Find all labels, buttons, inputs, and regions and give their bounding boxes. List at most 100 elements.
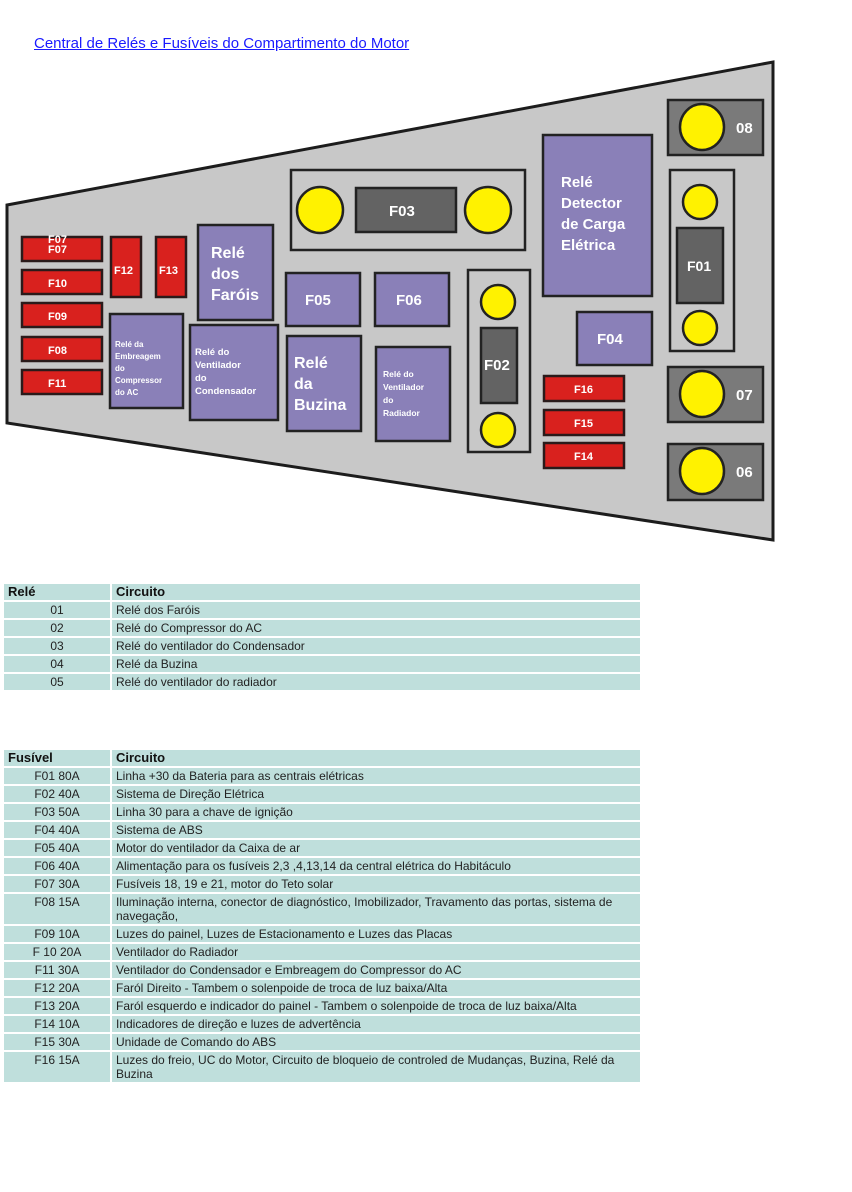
rele-circuit-cell: Relé do ventilador do radiador [111, 673, 640, 692]
fusivel-id-cell: F02 40A [4, 785, 112, 804]
fuse-F04[interactable]: F04 [575, 310, 654, 367]
fuse-F01-holder[interactable]: F01 [668, 168, 736, 353]
terminal-06-label: 06 [736, 464, 753, 481]
fuse-F07[interactable]: F07 F07 [20, 234, 104, 263]
fusivel-id-cell: F05 40A [4, 839, 112, 858]
fuse-F03-holder[interactable]: F03 [289, 168, 527, 252]
fusivel-circuit-cell: Ventilador do Radiador [111, 943, 640, 962]
relay-detector-line4: Elétrica [561, 237, 616, 254]
fuse-F02-holder[interactable]: F02 [466, 268, 532, 454]
fusivel-circuit-cell: Motor do ventilador da Caixa de ar [111, 839, 640, 858]
fusivel-circuit-cell: Luzes do freio, UC do Motor, Circuito de… [111, 1051, 640, 1084]
fuse-F11[interactable]: F11 [20, 368, 104, 396]
relay-embreagem-compressor[interactable]: Relé da Embreagem do Compressor do AC [108, 312, 185, 410]
fuse-F12[interactable]: F12 [109, 235, 143, 299]
terminal-circle [463, 185, 513, 235]
fuse-F13-label: F13 [159, 265, 178, 277]
fusivel-circuit-cell: Faról esquerdo e indicador do painel - T… [111, 997, 640, 1016]
fuse-F14[interactable]: F14 [542, 441, 626, 470]
terminal-08-label: 08 [736, 120, 753, 137]
relay-ventilador-radiador[interactable]: Relé do Ventilador do Radiador [374, 345, 452, 443]
relay-embreagem-line1: Relé da [115, 340, 144, 349]
fusivel-circuit-cell: Linha 30 para a chave de ignição [111, 803, 640, 822]
fuse-F13[interactable]: F13 [154, 235, 188, 299]
relay-farois-line3: Faróis [211, 287, 259, 304]
terminal-circle [678, 446, 726, 496]
fuse-F15[interactable]: F15 [542, 408, 626, 437]
title-link[interactable]: Central de Relés e Fusíveis do Compartim… [34, 35, 410, 52]
fusivel-circuit-cell: Luzes do painel, Luzes de Estacionamento… [111, 925, 640, 944]
fuse-F06[interactable]: F06 [373, 271, 451, 328]
relay-radiador-line1: Relé do [383, 369, 414, 379]
fusivel-id-cell: F16 15A [4, 1051, 112, 1084]
rele-circuit-cell: Relé do Compressor do AC [111, 619, 640, 638]
relay-detector-line1: Relé [561, 174, 593, 191]
rele-circuit-cell: Relé da Buzina [111, 655, 640, 674]
fuse-F04-label: F04 [597, 331, 624, 348]
rele-id-cell: 05 [4, 673, 112, 692]
fusivel-table-header: Fusível Circuito [4, 750, 640, 768]
fuse-F10-label: F10 [48, 278, 67, 290]
relay-radiador-line3: do [383, 395, 393, 405]
terminal-07-label: 07 [736, 387, 753, 404]
relay-detector-carga[interactable]: Relé Detector de Carga Elétrica [541, 133, 654, 298]
relay-buzina[interactable]: Relé da Buzina [285, 334, 363, 433]
fusivel-id-cell: F13 20A [4, 997, 112, 1016]
fusivel-id-cell: F01 80A [4, 767, 112, 786]
relay-condensador-line4: Condensador [195, 386, 257, 397]
fusivel-circuit-cell: Sistema de ABS [111, 821, 640, 840]
fuse-F05[interactable]: F05 [284, 271, 362, 328]
rele-header-circuito: Circuito [111, 584, 640, 602]
rele-id-cell: 04 [4, 655, 112, 674]
relay-embreagem-line5: do AC [115, 388, 138, 397]
relay-buzina-line3: Buzina [294, 397, 347, 414]
fusivel-id-cell: F09 10A [4, 925, 112, 944]
fusivel-id-cell: F15 30A [4, 1033, 112, 1052]
fuse-F15-label: F15 [574, 418, 593, 430]
rele-table-header: Relé Circuito [4, 584, 640, 602]
fusivel-header-circuito: Circuito [111, 750, 640, 768]
fuse-F08[interactable]: F08 [20, 335, 104, 363]
fusivel-id-cell: F11 30A [4, 961, 112, 980]
fuse-F10[interactable]: F10 [20, 268, 104, 296]
terminal-circle [295, 185, 345, 235]
relay-radiador-line4: Radiador [383, 408, 421, 418]
relay-farois[interactable]: Relé dos Faróis [196, 223, 275, 322]
terminal-circle [479, 411, 517, 449]
fuse-F05-label: F05 [305, 292, 331, 309]
relay-farois-line1: Relé [211, 245, 245, 262]
fusivel-id-cell: F14 10A [4, 1015, 112, 1034]
relay-ventilador-condensador[interactable]: Relé do Ventilador do Condensador [188, 323, 280, 422]
terminal-08[interactable]: 08 [666, 98, 765, 157]
fuse-F08-label: F08 [48, 345, 67, 357]
fusivel-id-cell: F 10 20A [4, 943, 112, 962]
rele-header-rele: Relé [4, 584, 112, 602]
fuse-F16[interactable]: F16 [542, 374, 626, 403]
fusivel-id-cell: F03 50A [4, 803, 112, 822]
terminal-06[interactable]: 06 [666, 442, 765, 502]
fusivel-id-cell: F06 40A [4, 857, 112, 876]
fuse-F09[interactable]: F09 [20, 301, 104, 329]
rele-id-cell: 01 [4, 601, 112, 620]
fuse-F12-label: F12 [114, 265, 133, 277]
relay-detector-line3: de Carga [561, 216, 626, 233]
rele-circuit-cell: Relé do ventilador do Condensador [111, 637, 640, 656]
terminal-07[interactable]: 07 [666, 365, 765, 424]
